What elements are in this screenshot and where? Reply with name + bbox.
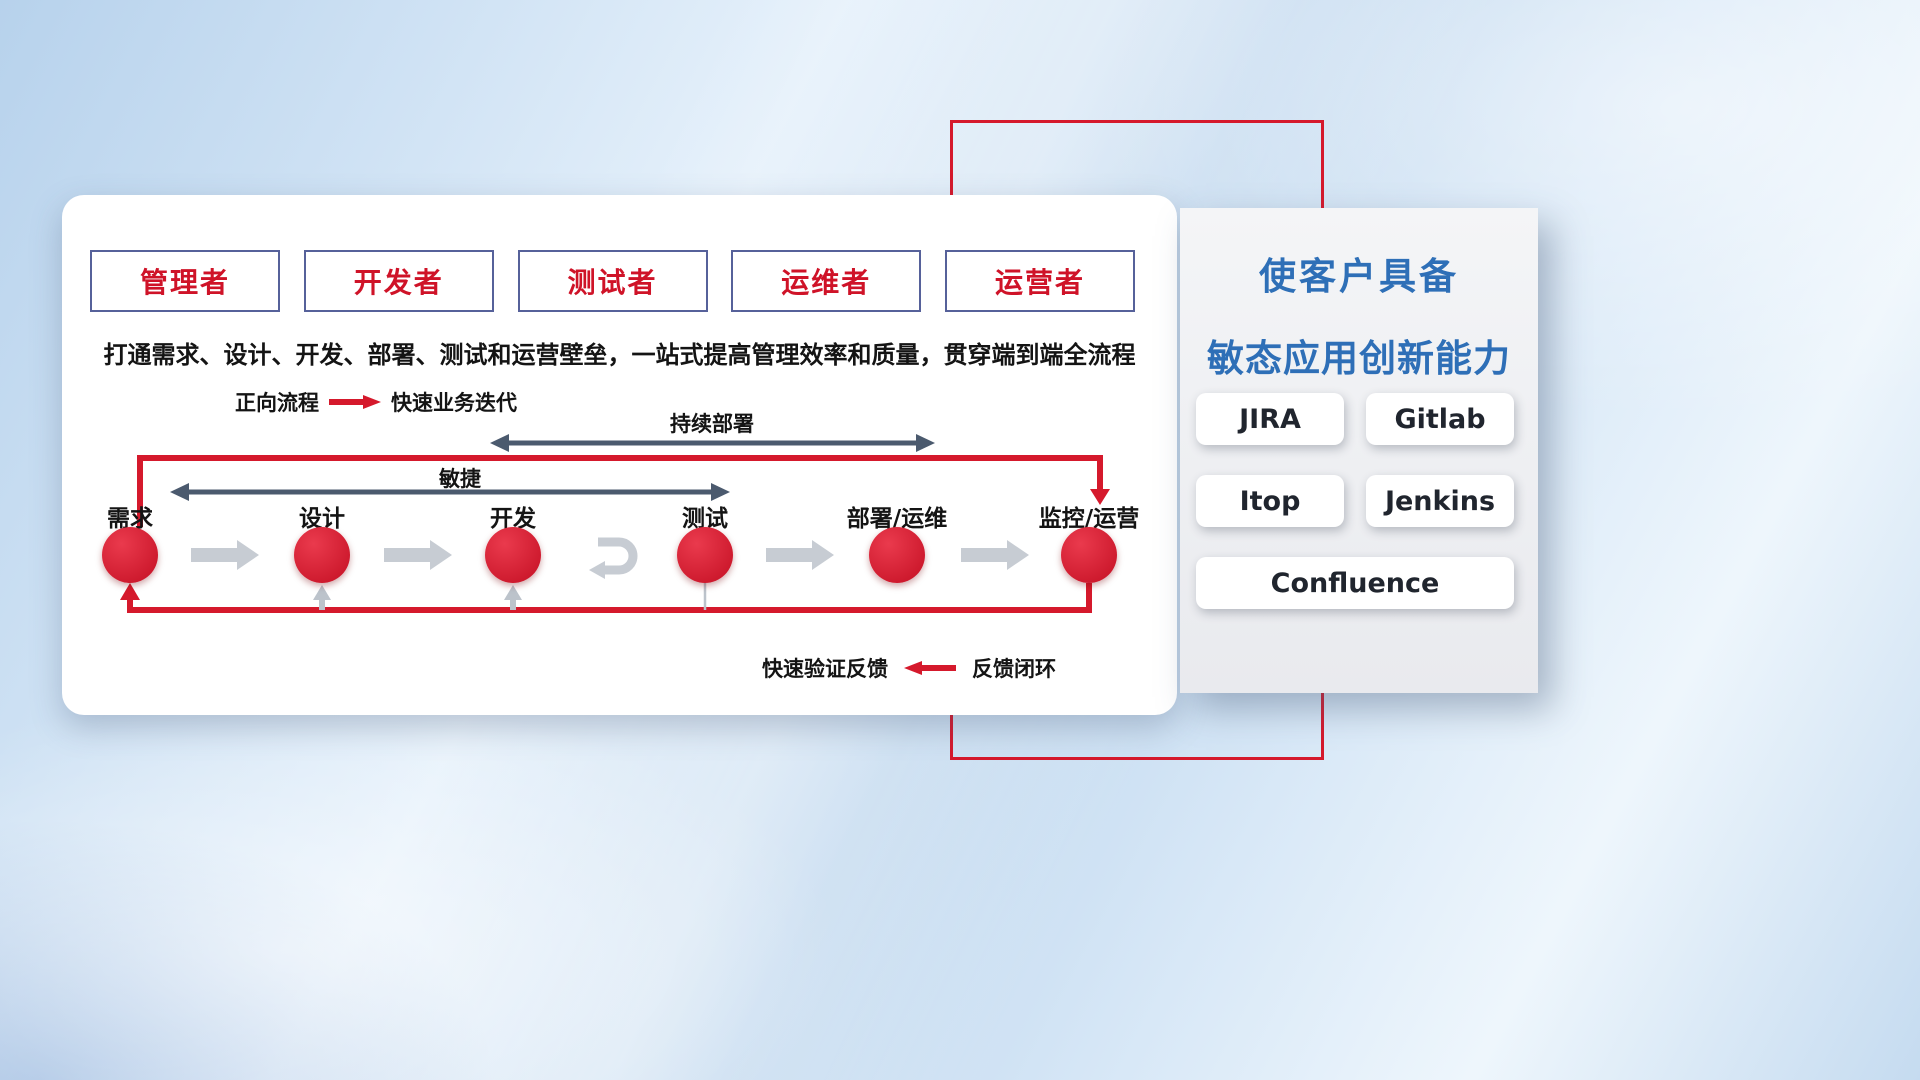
legend-forward-value: 快速业务迭代 xyxy=(391,391,517,415)
role-box-developer: 开发者 xyxy=(303,250,494,312)
role-box-operator: 运营者 xyxy=(945,250,1135,312)
cd-arrow-label: 持续部署 xyxy=(670,412,754,436)
flow-diagram-svg xyxy=(120,434,1110,613)
step-node-design xyxy=(294,527,350,583)
step-node-development xyxy=(485,527,541,583)
step-node-deploy-ops xyxy=(869,527,925,583)
tool-chip-jira: JIRA xyxy=(1196,393,1344,445)
red-forward-loop xyxy=(137,455,1110,527)
role-box-ops: 运维者 xyxy=(731,250,922,312)
iteration-loop-icon xyxy=(589,537,638,579)
role-box-manager: 管理者 xyxy=(90,250,280,312)
feedback-connectors xyxy=(313,583,707,610)
forward-arrow-icon xyxy=(329,395,381,409)
capability-panel: 使客户具备 敏态应用创新能力 JIRA Gitlab Itop Jenkins … xyxy=(1180,208,1538,693)
step-node-monitor-op xyxy=(1061,527,1117,583)
panel-description: 打通需求、设计、开发、部署、测试和运营壁垒，一站式提高管理效率和质量，贯穿端到端… xyxy=(103,341,1136,369)
legend-forward-label: 正向流程 xyxy=(235,391,319,415)
legend-feedback: 快速验证反馈 反馈闭环 xyxy=(762,653,1056,683)
step-node-testing xyxy=(677,527,733,583)
tool-chip-itop: Itop xyxy=(1196,475,1344,527)
cd-double-arrow xyxy=(490,434,935,452)
tool-grid: JIRA Gitlab Itop Jenkins Confluence xyxy=(1196,393,1514,609)
devops-flow-panel: 管理者 开发者 测试者 运维者 运营者 打通需求、设计、开发、部署、测试和运营壁… xyxy=(62,195,1177,715)
role-box-tester: 测试者 xyxy=(517,250,708,312)
tool-chip-jenkins: Jenkins xyxy=(1366,475,1514,527)
legend-feedback-label: 快速验证反馈 xyxy=(762,657,888,681)
legend-forward: 正向流程 快速业务迭代 xyxy=(235,387,517,417)
feedback-arrow-icon xyxy=(904,661,956,675)
red-feedback-loop xyxy=(120,583,1092,613)
agile-double-arrow xyxy=(170,483,730,501)
legend-feedback-value: 反馈闭环 xyxy=(972,657,1056,681)
step-node-requirements xyxy=(102,527,158,583)
tool-chip-confluence: Confluence xyxy=(1196,557,1514,609)
tool-chip-gitlab: Gitlab xyxy=(1366,393,1514,445)
role-row: 管理者 开发者 测试者 运维者 运营者 xyxy=(90,250,1135,312)
agile-arrow-label: 敏捷 xyxy=(439,467,481,491)
capability-title-line1: 使客户具备 xyxy=(1259,255,1459,298)
capability-title-line2: 敏态应用创新能力 xyxy=(1207,337,1511,380)
stage-flow-arrows xyxy=(191,540,1029,570)
